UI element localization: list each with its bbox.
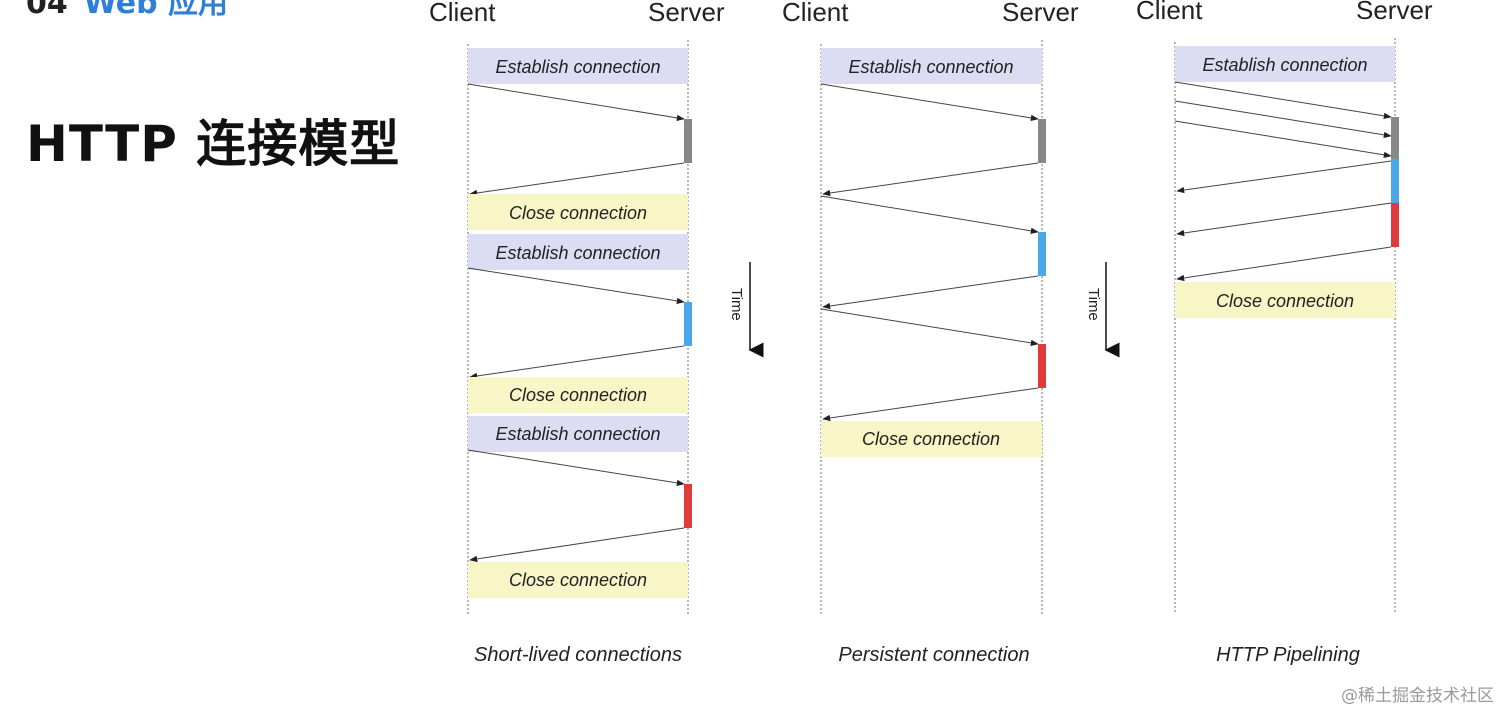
processing-bar-blue <box>1038 232 1046 276</box>
establish-connection-box <box>468 416 688 452</box>
establish-connection-box <box>1175 46 1395 82</box>
response-arrow <box>822 275 1039 310</box>
server-label: Server <box>1356 0 1433 25</box>
processing-bar-red <box>1038 344 1046 388</box>
diagram-caption: Persistent connection <box>838 644 1029 666</box>
processing-bar-blue <box>1391 159 1399 203</box>
page-title: HTTP 连接模型 <box>26 115 401 173</box>
section-number: 04 <box>26 0 68 21</box>
server-label: Server <box>1002 0 1079 27</box>
diagram-caption: HTTP Pipelining <box>1216 644 1360 666</box>
processing-bar-blue <box>684 302 692 346</box>
client-label: Client <box>429 0 496 27</box>
close-connection-box <box>468 194 688 230</box>
watermark: @稀土掘金技术社区 <box>1341 686 1494 706</box>
close-connection-box <box>468 562 688 598</box>
establish-connection-label: Establish connection <box>495 424 660 444</box>
request-arrow <box>1174 120 1392 159</box>
establish-connection-label: Establish connection <box>1202 55 1367 75</box>
response-arrow <box>469 162 685 197</box>
response-arrow <box>469 527 685 563</box>
time-label: Time <box>1085 288 1102 321</box>
client-label: Client <box>782 0 849 27</box>
diagram-caption: Short-lived connections <box>474 644 682 666</box>
establish-connection-box <box>821 48 1042 84</box>
response-arrow <box>1176 160 1392 194</box>
processing-bar-gray <box>684 119 692 163</box>
time-arrow: Time <box>728 262 764 358</box>
request-arrow <box>467 83 685 122</box>
response-arrow <box>822 387 1039 422</box>
establish-connection-box <box>468 234 688 270</box>
processing-bar-red <box>1391 203 1399 247</box>
establish-connection-label: Establish connection <box>495 57 660 77</box>
establish-connection-label: Establish connection <box>495 243 660 263</box>
response-arrow <box>469 345 685 380</box>
time-label: Time <box>728 288 745 321</box>
response-arrow <box>1176 202 1392 237</box>
request-arrow <box>820 195 1039 234</box>
processing-bar-gray <box>1038 119 1046 163</box>
establish-connection-label: Establish connection <box>848 57 1013 77</box>
diagram-short-lived: Client Server Establish connection Close… <box>429 0 725 666</box>
establish-connection-box <box>468 48 688 84</box>
request-arrow <box>467 267 685 305</box>
request-arrow <box>467 449 685 487</box>
request-arrow <box>1174 100 1392 139</box>
response-arrow <box>1176 246 1392 282</box>
section-header: 04 Web 应用 <box>26 0 228 22</box>
request-arrow <box>1174 81 1392 120</box>
processing-bar-red <box>684 484 692 528</box>
close-connection-box <box>468 377 688 413</box>
request-arrow <box>820 308 1039 347</box>
server-label: Server <box>648 0 725 27</box>
diagram-persistent: Client Server Establish connection Close… <box>782 0 1079 666</box>
client-label: Client <box>1136 0 1203 25</box>
time-arrow: Time <box>1085 262 1120 358</box>
close-connection-box <box>1175 282 1395 318</box>
close-connection-label: Close connection <box>509 385 647 405</box>
processing-bar-gray <box>1391 117 1399 159</box>
close-connection-label: Close connection <box>509 570 647 590</box>
diagram-pipelining: Client Server Establish connection Close… <box>1136 0 1433 666</box>
close-connection-label: Close connection <box>1216 291 1354 311</box>
close-connection-label: Close connection <box>862 429 1000 449</box>
response-arrow <box>822 162 1039 197</box>
request-arrow <box>820 83 1039 122</box>
close-connection-label: Close connection <box>509 203 647 223</box>
section-title: Web 应用 <box>83 0 229 21</box>
close-connection-box <box>821 421 1042 457</box>
